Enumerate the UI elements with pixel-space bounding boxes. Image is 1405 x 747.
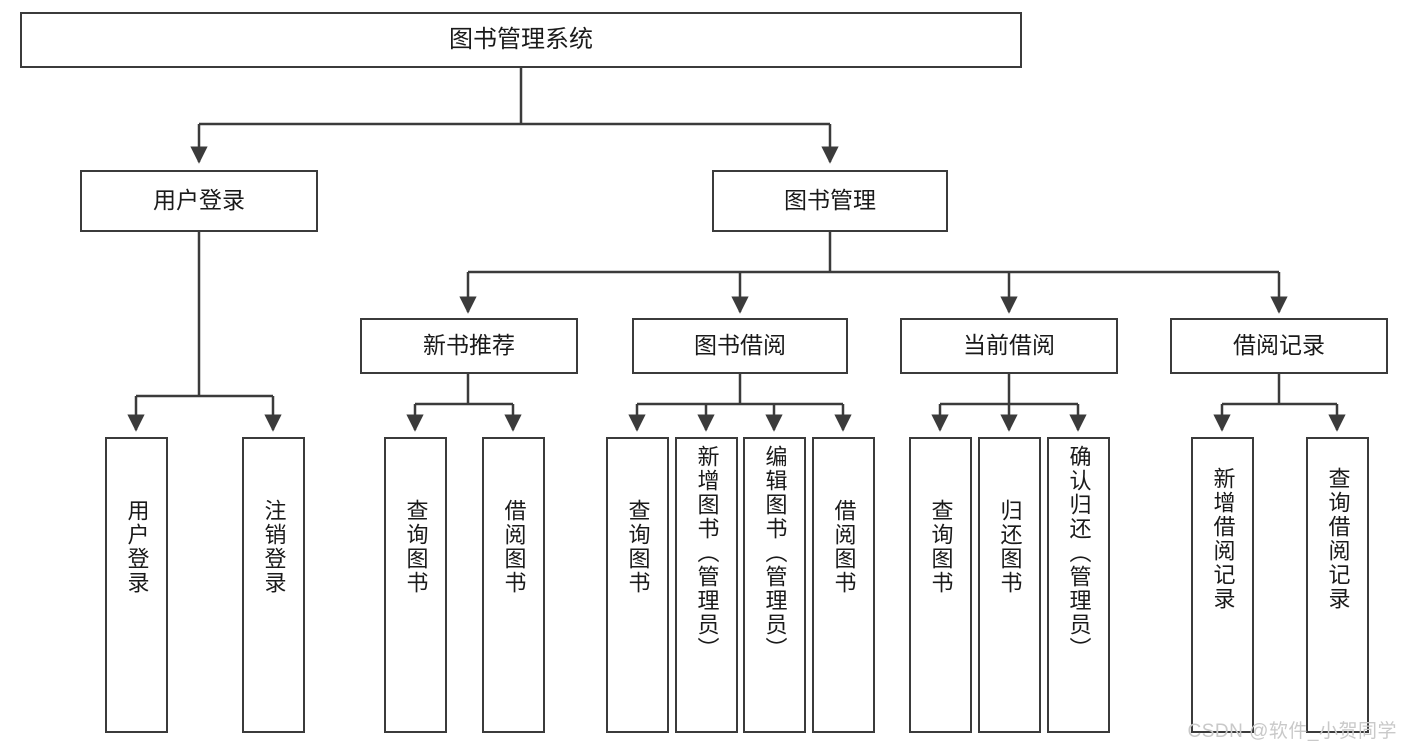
leaf-borrow-book-recommend[interactable]: 借阅图书 [482,437,545,733]
leaf-confirm-return-admin[interactable]: 确认归还（管理员） [1047,437,1110,733]
node-label: 当前借阅 [963,332,1055,359]
node-book-borrow[interactable]: 图书借阅 [632,318,848,374]
node-label: 图书借阅 [694,332,786,359]
leaf-query-borrow-record[interactable]: 查询借阅记录 [1306,437,1369,733]
csdn-watermark: CSDN @软件_小贺同学 [1187,721,1397,742]
leaf-add-book-admin[interactable]: 新增图书（管理员） [675,437,738,733]
node-label: 注销登录 [261,499,287,595]
node-label: 用户登录 [153,187,245,214]
node-label: 借阅图书 [831,499,857,595]
node-label: 新书推荐 [423,332,515,359]
leaf-query-book-recommend[interactable]: 查询图书 [384,437,447,733]
leaf-query-book-borrow[interactable]: 查询图书 [606,437,669,733]
leaf-user-login[interactable]: 用户登录 [105,437,168,733]
leaf-logout[interactable]: 注销登录 [242,437,305,733]
node-label: 查询图书 [625,499,651,595]
node-label: 图书管理系统 [449,25,593,53]
node-current-borrow[interactable]: 当前借阅 [900,318,1118,374]
node-new-book-recommend[interactable]: 新书推荐 [360,318,578,374]
node-label: 借阅记录 [1233,332,1325,359]
node-label: 用户登录 [124,499,150,595]
node-label: 归还图书 [997,499,1023,595]
leaf-add-borrow-record[interactable]: 新增借阅记录 [1191,437,1254,733]
node-label: 查询图书 [928,499,954,595]
node-label: 查询借阅记录 [1325,467,1351,611]
node-book-management[interactable]: 图书管理 [712,170,948,232]
node-label: 确认归还（管理员） [1066,445,1092,661]
node-label: 编辑图书（管理员） [762,445,788,661]
leaf-query-book-current[interactable]: 查询图书 [909,437,972,733]
node-label: 查询图书 [403,499,429,595]
node-user-login[interactable]: 用户登录 [80,170,318,232]
node-label: 图书管理 [784,187,876,214]
leaf-borrow-book[interactable]: 借阅图书 [812,437,875,733]
node-borrow-record[interactable]: 借阅记录 [1170,318,1388,374]
leaf-edit-book-admin[interactable]: 编辑图书（管理员） [743,437,806,733]
node-label: 借阅图书 [501,499,527,595]
node-label: 新增借阅记录 [1210,467,1236,611]
node-label: 新增图书（管理员） [694,445,720,661]
leaf-return-book[interactable]: 归还图书 [978,437,1041,733]
node-root-book-management-system[interactable]: 图书管理系统 [20,12,1022,68]
